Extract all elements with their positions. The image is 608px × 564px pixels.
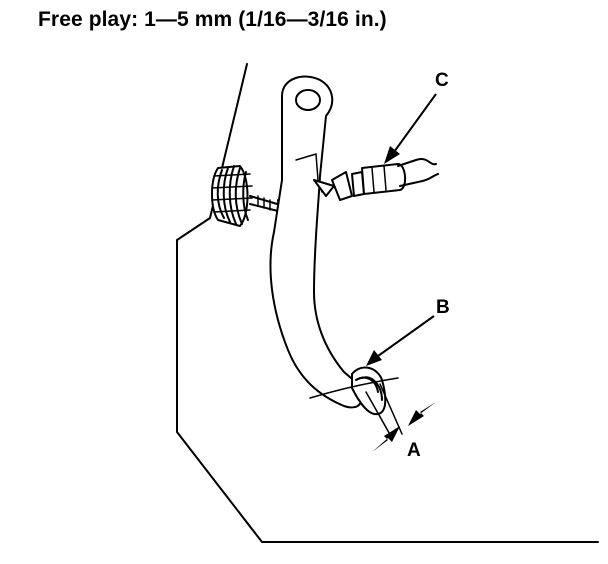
arrowhead-c-icon [384,146,400,164]
brake-light-switch [295,153,439,201]
arrowhead-b-icon [366,350,382,366]
leader-b [377,315,435,357]
callout-c: C [435,70,449,91]
pivot-hole [295,89,321,111]
booster-bellows [211,165,253,227]
pedal-arm [269,75,363,409]
arrow-left-icon [372,426,400,452]
firewall-outline [176,63,599,543]
arrow-right-icon [408,402,436,426]
measure-line-1 [379,383,403,435]
measure-line-2 [365,391,393,439]
callout-a: A [407,440,421,461]
pedal-pad [351,366,387,416]
callout-b: B [436,297,450,318]
reference-line [309,377,399,399]
leader-c [393,93,437,153]
free-play-title: Free play: 1—5 mm (1/16—3/16 in.) [38,8,387,31]
